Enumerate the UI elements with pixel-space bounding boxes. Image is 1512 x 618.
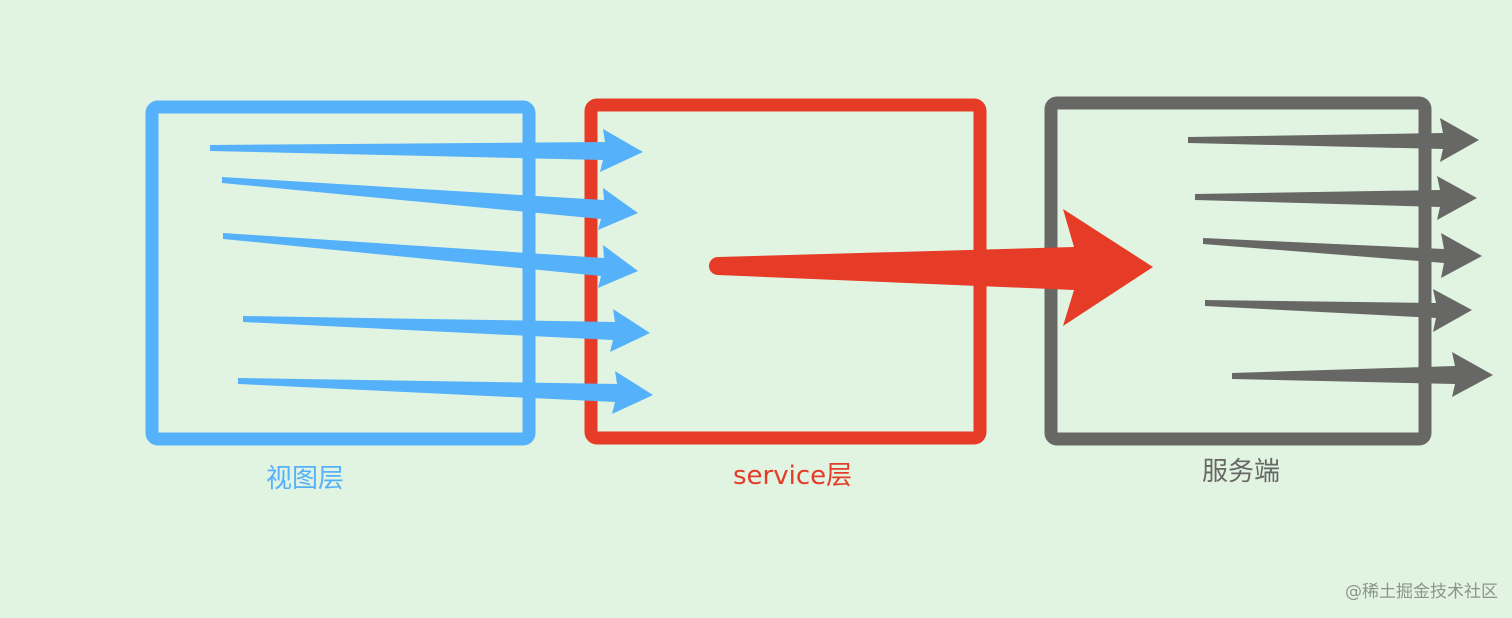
view-layer-box	[145, 100, 536, 446]
view-arrow-2	[222, 177, 638, 230]
view-layer-label: 视图层	[266, 464, 345, 494]
server-arrow-1	[1188, 118, 1479, 162]
service-arrow-shaft	[709, 209, 1153, 326]
server-arrow-5	[1232, 352, 1493, 397]
server-arrow-3	[1203, 233, 1482, 278]
server-outgoing-arrows	[1188, 118, 1493, 397]
view-arrow-5	[238, 371, 653, 414]
service-layer-label: service层	[733, 461, 853, 491]
view-to-service-arrows	[210, 129, 653, 414]
server-arrow-2	[1195, 176, 1477, 220]
service-to-server-arrow	[709, 209, 1153, 326]
server-arrow-4	[1205, 289, 1472, 332]
view-arrow-1	[210, 129, 643, 172]
server-label: 服务端	[1202, 457, 1281, 487]
watermark: @稀土掘金技术社区	[1345, 582, 1498, 602]
view-arrow-3	[223, 233, 638, 288]
view-arrow-4	[243, 309, 650, 352]
